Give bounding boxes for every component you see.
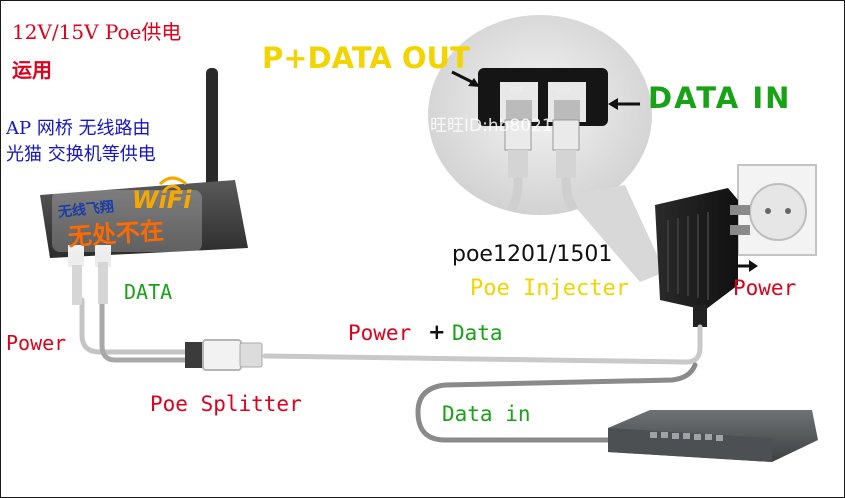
power-left-label: Power	[6, 331, 67, 355]
poe-supply-line1: 12V/15V Poe供电	[12, 20, 182, 44]
switch-icon	[608, 410, 818, 462]
wifi-icon	[158, 176, 187, 192]
data-in-top-label: DATA IN	[648, 81, 792, 115]
power-plus-data-power: Power	[348, 321, 412, 345]
router-antenna-icon	[40, 68, 248, 305]
data-in-bottom-label: Data in	[442, 402, 531, 426]
injector-front-panel	[478, 68, 608, 212]
arrow-icon	[608, 98, 640, 110]
injecter-label: Poe Injecter	[470, 276, 629, 301]
devices-line2: 光猫 交换机等供电	[6, 144, 156, 165]
poe-splitter-icon	[185, 339, 263, 371]
power-right-label: Power	[733, 276, 797, 300]
watermark: 旺旺ID:hb8021	[430, 116, 553, 136]
arrow-icon	[451, 70, 480, 87]
adapter-icon	[655, 188, 750, 327]
devices-line1: AP 网桥 无线路由	[6, 118, 151, 139]
data-label: DATA	[124, 280, 173, 304]
p-data-out-label: P+DATA OUT	[262, 41, 470, 75]
port-lan-label: LAN	[556, 86, 571, 94]
power-plus-data-plus: +	[428, 320, 446, 344]
poe-splitter-label: Poe Splitter	[150, 392, 302, 416]
poe-supply-line2: 运用	[12, 58, 52, 82]
cables	[79, 297, 703, 443]
model-label: poe1201/1501	[452, 242, 613, 267]
power-socket-icon	[737, 164, 817, 256]
power-plus-data-data: Data	[452, 321, 503, 345]
badge-wifi: WiFi	[132, 186, 192, 214]
arrow-icon	[736, 260, 758, 272]
badge-line2: 无处不在	[67, 216, 165, 252]
wifi-badge	[52, 176, 202, 252]
port-poe-label: POE	[510, 86, 525, 94]
